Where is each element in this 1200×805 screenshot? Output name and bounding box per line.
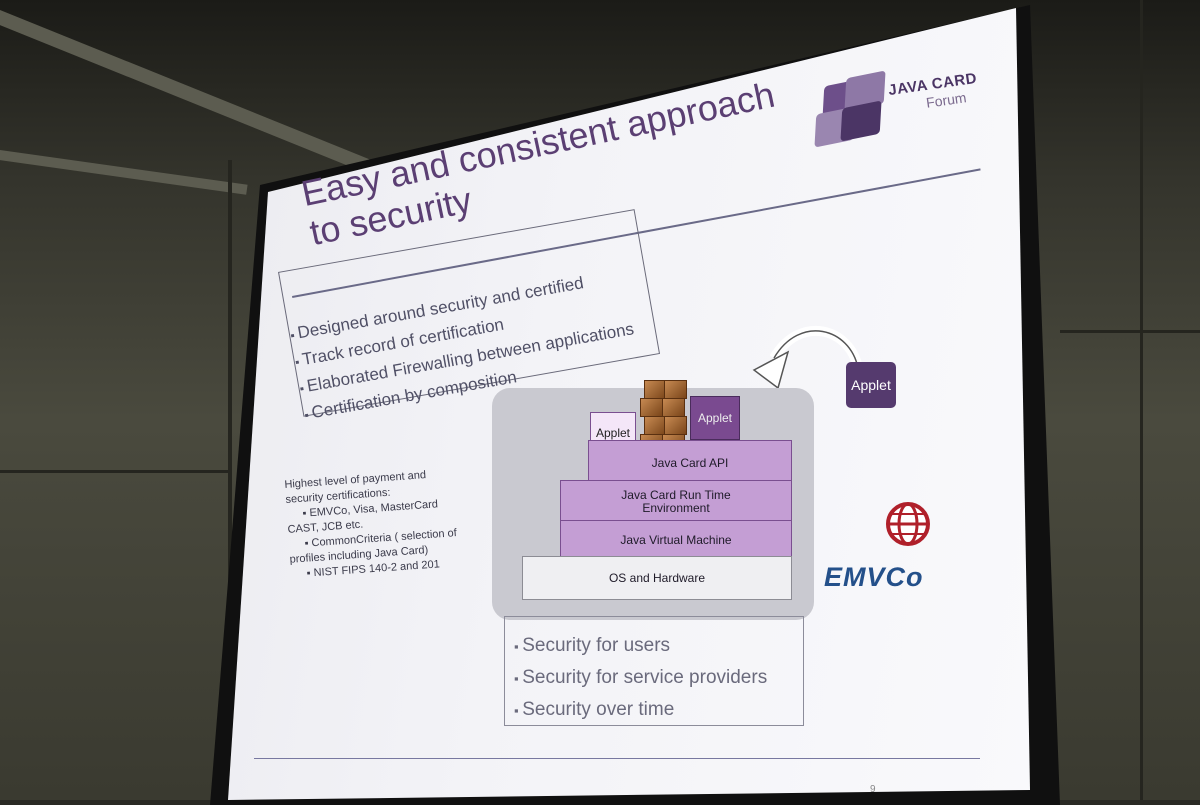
layer-java-card-api: Java Card API xyxy=(588,440,792,486)
layer-label: OS and Hardware xyxy=(608,570,706,585)
layer-label: Java Card API xyxy=(651,455,729,470)
wall-seam xyxy=(0,470,230,473)
bullet-item: Security over time xyxy=(514,694,814,726)
bottom-bullet-list: Security for users Security for service … xyxy=(514,630,814,726)
layer-label: Environment xyxy=(642,501,710,515)
applet-box-outside: Applet xyxy=(846,362,896,408)
java-card-forum-logo: JAVA CARD Forum xyxy=(808,70,988,152)
page-number: 9 xyxy=(870,784,876,795)
globe-icon xyxy=(886,502,930,546)
applet-box-middle: Applet xyxy=(690,396,740,440)
layer-java-virtual-machine: Java Virtual Machine xyxy=(560,520,792,560)
wall-seam xyxy=(1060,330,1200,333)
emvco-wordmark: EMVCo xyxy=(824,562,924,592)
footer-divider xyxy=(254,758,980,759)
wall-seam xyxy=(228,160,232,800)
wall-seam xyxy=(1140,0,1143,800)
layer-runtime-environment: Java Card Run Time Environment xyxy=(560,480,792,524)
brick xyxy=(664,416,687,435)
certifications-text: Highest level of payment and security ce… xyxy=(284,465,481,583)
curved-arrow xyxy=(752,325,863,390)
emvco-logo: EMVCo xyxy=(824,500,964,620)
layer-os-and-hardware: OS and Hardware xyxy=(522,556,792,600)
brick xyxy=(664,380,687,399)
logo-shape xyxy=(840,100,882,142)
bullet-item: Security for service providers xyxy=(514,662,814,694)
brick xyxy=(662,398,685,417)
bullet-item: Security for users xyxy=(514,630,814,662)
layer-label: Java Virtual Machine xyxy=(620,532,732,547)
brick xyxy=(640,398,663,417)
layer-label: Java Card Run Time xyxy=(621,488,731,502)
